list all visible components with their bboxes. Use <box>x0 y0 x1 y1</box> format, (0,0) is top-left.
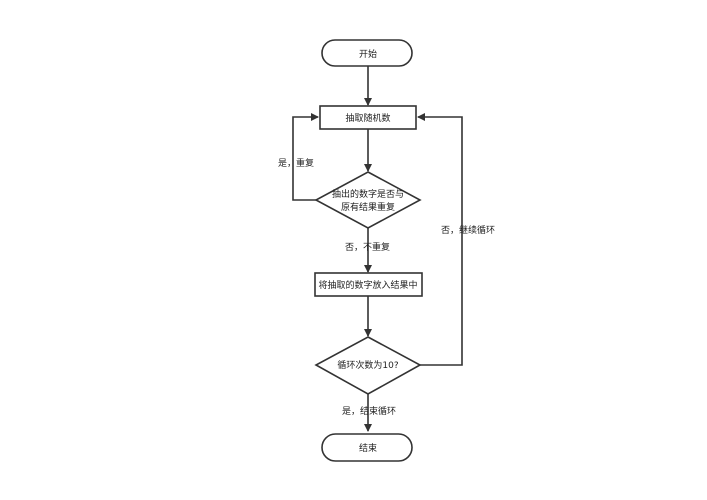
draw-process <box>319 105 417 130</box>
loop-label: 循环次数为10? <box>337 359 398 371</box>
start-terminal <box>321 39 413 67</box>
check-label-line1: 抽出的数字是否与 <box>332 188 404 200</box>
edge-label-continue-loop: 否，继续循环 <box>441 224 495 236</box>
end-label: 结束 <box>359 442 377 454</box>
check-label-line2: 原有结果重复 <box>341 201 395 213</box>
draw-label: 抽取随机数 <box>345 112 390 124</box>
start-label: 开始 <box>359 48 377 60</box>
put-label: 将抽取的数字放入结果中 <box>318 279 417 291</box>
loop-decision <box>314 336 422 395</box>
put-process <box>314 272 423 297</box>
check-decision <box>314 171 422 229</box>
edge-label-end-loop: 是，结束循环 <box>342 405 396 417</box>
edge-label-repeat-yes: 是，重复 <box>278 157 314 169</box>
edge-label-not-repeat: 否，不重复 <box>345 241 390 253</box>
edge-repeat-back <box>292 113 319 201</box>
edge-continue-loop <box>417 113 463 366</box>
end-terminal <box>321 433 413 462</box>
